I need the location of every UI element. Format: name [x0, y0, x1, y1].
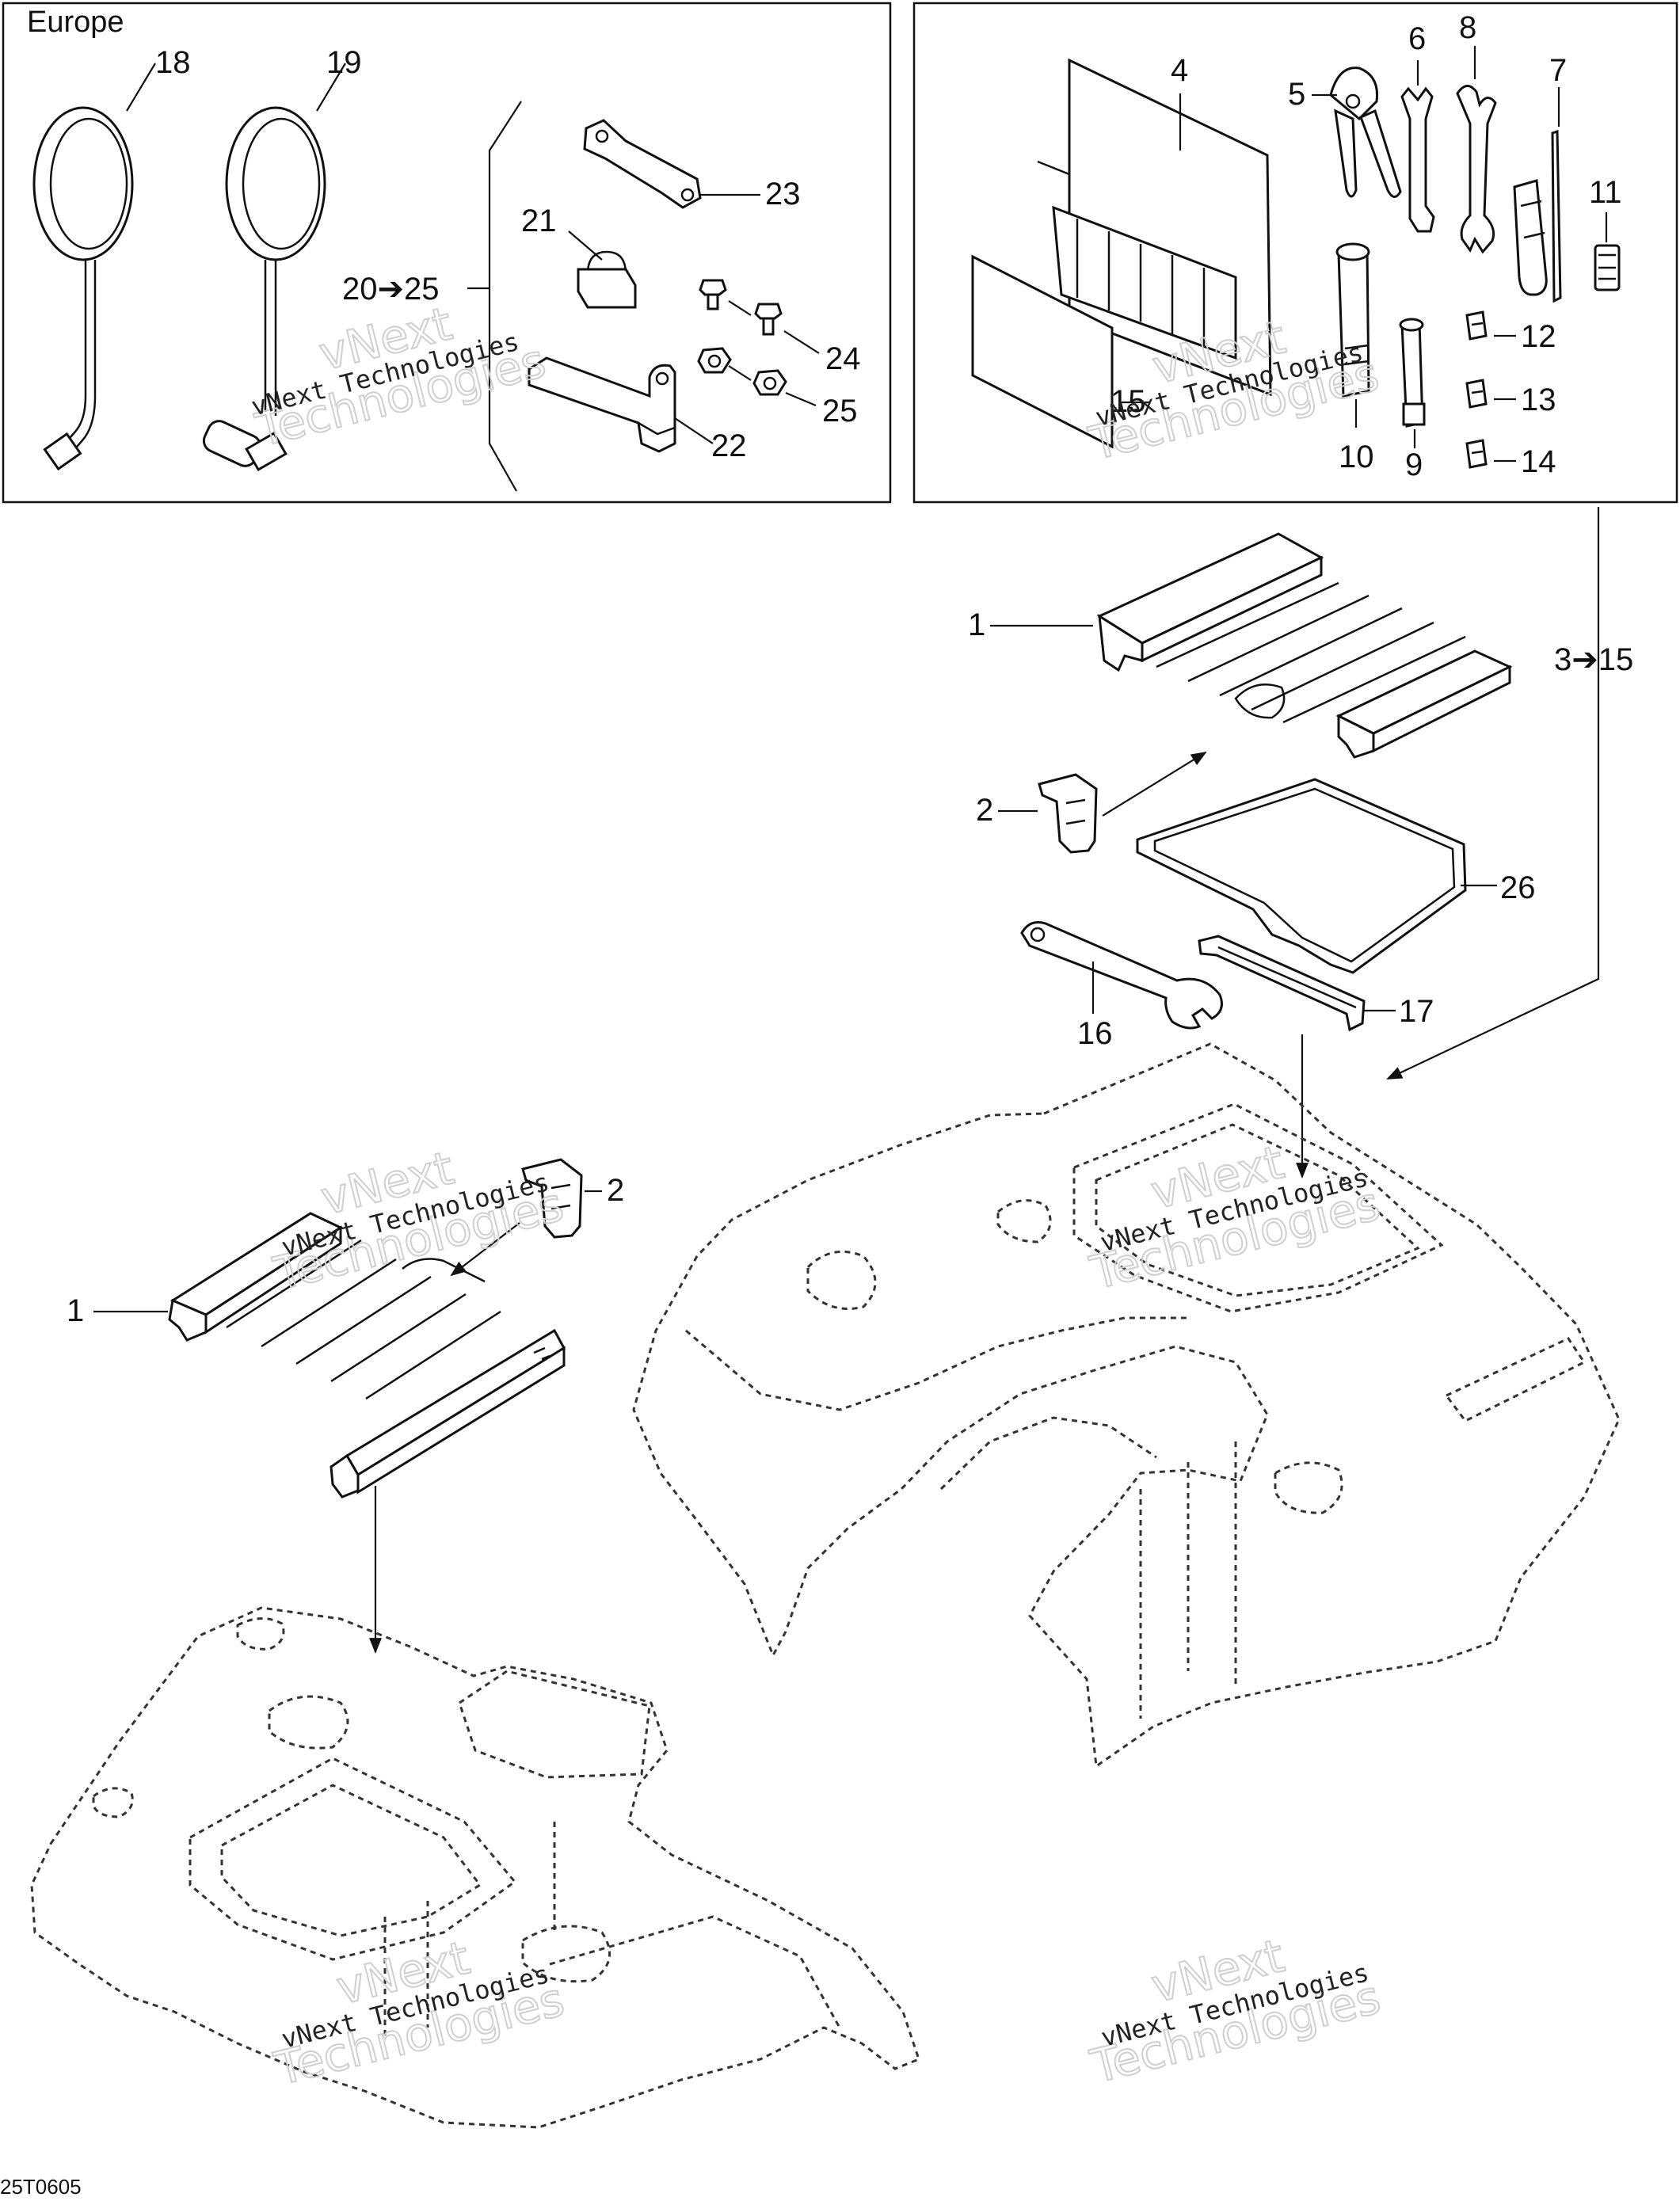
rack-1-lower [168, 1212, 566, 1498]
tool-bag-4 [1037, 58, 1272, 397]
callout-11: 11 [1589, 175, 1622, 210]
callout-1-upper: 1 [968, 607, 985, 642]
bit-11 [1594, 244, 1621, 291]
callout-5: 5 [1288, 77, 1305, 112]
callout-8: 8 [1459, 10, 1476, 45]
callout-12: 12 [1521, 319, 1556, 354]
gasket-26 [1136, 778, 1467, 974]
front-fender [30, 1606, 920, 2129]
callout-19: 19 [326, 45, 362, 80]
mirror-18 [32, 106, 134, 471]
europe-inset-frame [2, 2, 892, 504]
screwdriver-7 [1513, 129, 1562, 303]
spanner-16 [1020, 921, 1223, 1030]
callout-16: 16 [1077, 1016, 1113, 1051]
pliers-5 [1329, 67, 1402, 198]
callout-6: 6 [1408, 21, 1426, 56]
callout-21: 21 [521, 204, 557, 238]
callout-9: 9 [1405, 447, 1423, 482]
drawing-code: 25T0605 [0, 2175, 82, 2199]
screw-24 [699, 279, 783, 336]
callout-2-lower: 2 [607, 1173, 624, 1208]
owners-manual-15 [971, 254, 1114, 449]
watermark-3: vNext Technologies vNext Technologies [268, 1140, 570, 1301]
clip-2-lower [521, 1158, 583, 1239]
mirror-19 [202, 106, 326, 472]
rack-1-upper [1096, 532, 1513, 759]
watermark-4: vNext Technologies vNext Technologies [1084, 1134, 1386, 1301]
fuse-12 [1465, 310, 1488, 341]
callout-26: 26 [1500, 870, 1536, 905]
fuse-14 [1465, 439, 1488, 469]
wrench-6 [1400, 86, 1435, 233]
rear-fender [632, 1042, 1621, 1769]
callout-4: 4 [1171, 53, 1188, 88]
watermark-5: vNext Technologies vNext Technologies [269, 1929, 570, 2096]
callout-25: 25 [822, 394, 858, 428]
callout-2-upper: 2 [976, 793, 993, 828]
callout-17: 17 [1399, 994, 1434, 1029]
callout-15: 15 [1110, 384, 1146, 419]
fuse-13 [1465, 379, 1488, 409]
nut-25 [697, 347, 787, 396]
callout-7: 7 [1549, 53, 1567, 88]
callout-3-15: 3➔15 [1554, 642, 1633, 677]
callout-23: 23 [765, 177, 801, 211]
callout-13: 13 [1521, 383, 1556, 417]
socket-9 [1399, 318, 1426, 428]
watermark-6: vNext Technologies vNext Technologies [1084, 1928, 1386, 2095]
padlock-21 [577, 250, 637, 309]
strap-17 [1198, 935, 1366, 1032]
callout-14: 14 [1521, 444, 1556, 479]
plate-22 [528, 356, 676, 453]
toolkit-inset-frame [912, 2, 1678, 504]
callout-24: 24 [825, 341, 861, 376]
callout-20-25: 20➔25 [342, 272, 440, 307]
callout-22: 22 [711, 428, 747, 463]
bracket-23 [583, 119, 702, 209]
callout-10: 10 [1339, 440, 1374, 474]
region-label: Europe [27, 6, 124, 39]
clip-2-upper [1038, 773, 1098, 854]
callout-18: 18 [155, 45, 191, 80]
wrench-8 [1456, 85, 1497, 254]
socket-10 [1335, 242, 1370, 398]
callout-1-lower: 1 [67, 1293, 84, 1328]
